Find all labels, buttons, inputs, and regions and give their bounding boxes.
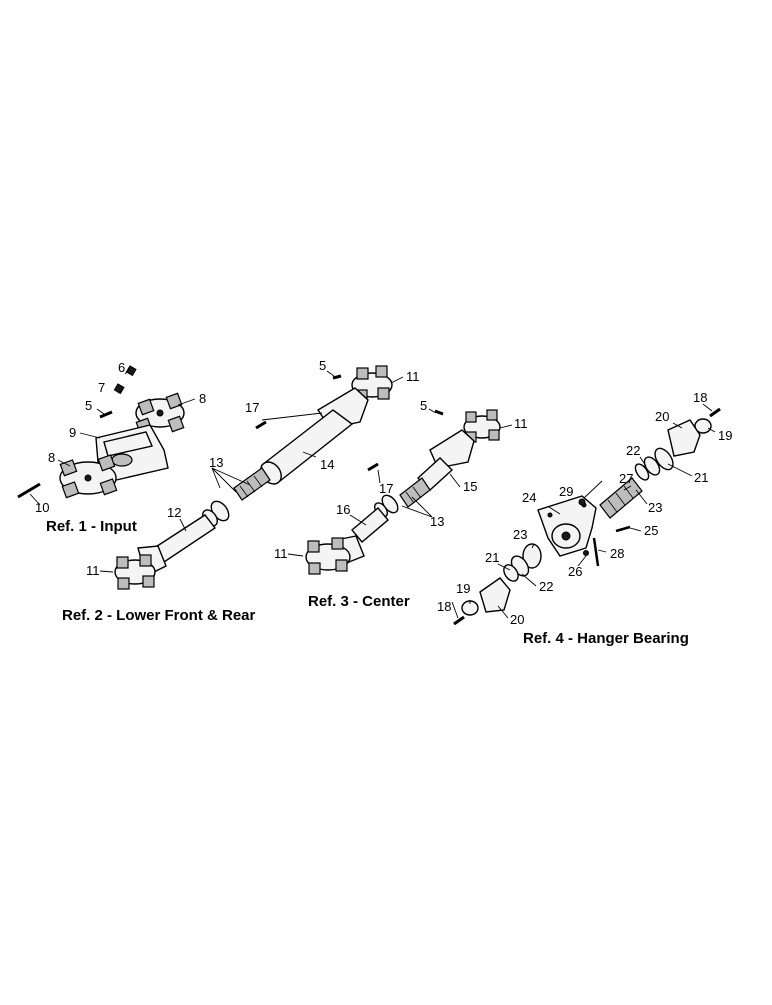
part-number-label: 28 xyxy=(610,546,624,561)
part-number-label: 6 xyxy=(118,360,125,375)
part-number-label: 5 xyxy=(420,398,427,413)
bolt-icon xyxy=(709,407,721,418)
part-number-label: 23 xyxy=(513,527,527,542)
part-number-label: 11 xyxy=(406,369,420,384)
part-number-label: 29 xyxy=(559,484,573,499)
yoke-icon xyxy=(479,577,511,613)
ref3-caption: Ref. 3 - Center xyxy=(308,593,410,610)
bolt-icon xyxy=(434,409,444,416)
bolt-icon xyxy=(453,615,465,626)
bolt-icon xyxy=(367,462,379,472)
hanger-bracket-icon xyxy=(537,495,597,557)
part-number-label: 21 xyxy=(694,470,708,485)
ref4-caption: Ref. 4 - Hanger Bearing xyxy=(523,630,689,647)
part-number-label: 23 xyxy=(648,500,662,515)
splined-shaft-icon xyxy=(399,477,431,508)
part-number-label: 8 xyxy=(199,391,206,406)
yoke-icon xyxy=(667,419,701,457)
bolt-icon xyxy=(17,482,41,499)
part-number-label: 7 xyxy=(98,380,105,395)
bolt-icon xyxy=(583,550,589,556)
part-number-label: 18 xyxy=(693,390,707,405)
ref1-caption: Ref. 1 - Input xyxy=(46,518,137,535)
u-joint-cross-icon xyxy=(463,409,501,443)
part-number-label: 18 xyxy=(437,599,451,614)
part-number-label: 19 xyxy=(456,581,470,596)
splined-shaft-icon xyxy=(599,477,643,519)
part-number-label: 22 xyxy=(626,443,640,458)
ref1-assembly: 6 7 5 8 9 8 10 Ref. 1 - Input xyxy=(17,360,206,535)
ref4-assembly: 18 20 19 22 21 27 29 24 23 25 28 26 23 2… xyxy=(437,390,732,647)
part-number-label: 27 xyxy=(619,471,633,486)
part-number-label: 20 xyxy=(510,612,524,627)
part-number-label: 11 xyxy=(514,416,528,431)
u-joint-cross-icon xyxy=(351,365,393,402)
bearing-ring-icon xyxy=(694,418,712,434)
driveshaft-tube-icon xyxy=(351,507,389,543)
u-joint-cross-icon xyxy=(305,537,351,575)
part-number-label: 22 xyxy=(539,579,553,594)
ref2-caption: Ref. 2 - Lower Front & Rear xyxy=(62,607,256,624)
part-number-label: 10 xyxy=(35,500,49,515)
part-number-label: 16 xyxy=(336,502,350,517)
u-joint-cross-icon xyxy=(59,454,118,499)
bolt-icon xyxy=(99,410,113,419)
bolt-icon xyxy=(113,383,125,395)
part-number-label: 17 xyxy=(379,481,393,496)
part-number-label: 13 xyxy=(430,514,444,529)
part-number-label: 26 xyxy=(568,564,582,579)
bearing-ring-icon xyxy=(503,543,542,582)
ref3-assembly: 5 11 17 15 16 13 11 Ref. 3 - Center xyxy=(274,398,528,610)
part-number-label: 5 xyxy=(85,398,92,413)
ref2-assembly: 5 11 17 14 13 12 11 Ref. 2 - Lower Front… xyxy=(62,358,420,624)
bearing-ring-icon xyxy=(202,500,230,527)
part-number-label: 5 xyxy=(319,358,326,373)
part-number-label: 11 xyxy=(274,546,288,561)
part-number-label: 24 xyxy=(522,490,536,505)
splined-shaft-icon xyxy=(233,467,271,501)
part-number-label: 20 xyxy=(655,409,669,424)
part-number-label: 17 xyxy=(245,400,259,415)
u-joint-cross-icon xyxy=(114,554,156,590)
part-number-label: 19 xyxy=(718,428,732,443)
part-number-label: 13 xyxy=(209,455,223,470)
part-number-label: 15 xyxy=(463,479,477,494)
part-number-label: 11 xyxy=(86,563,100,578)
part-number-label: 21 xyxy=(485,550,499,565)
part-number-label: 12 xyxy=(167,505,181,520)
part-number-label: 25 xyxy=(644,523,658,538)
bolt-icon xyxy=(332,374,342,380)
driveshaft-tube-icon xyxy=(260,409,354,485)
bolt-icon xyxy=(592,537,600,567)
bolt-icon xyxy=(578,498,586,506)
part-number-label: 8 xyxy=(48,450,55,465)
bolt-icon xyxy=(615,525,631,533)
bolt-icon xyxy=(125,365,137,377)
bolt-icon xyxy=(255,420,267,430)
part-number-label: 14 xyxy=(320,457,334,472)
part-number-label: 9 xyxy=(69,425,76,440)
